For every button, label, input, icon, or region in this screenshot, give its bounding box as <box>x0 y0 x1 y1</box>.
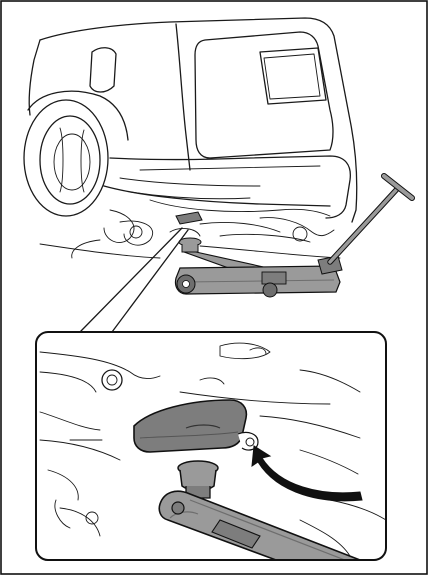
detail-inset <box>36 332 386 575</box>
